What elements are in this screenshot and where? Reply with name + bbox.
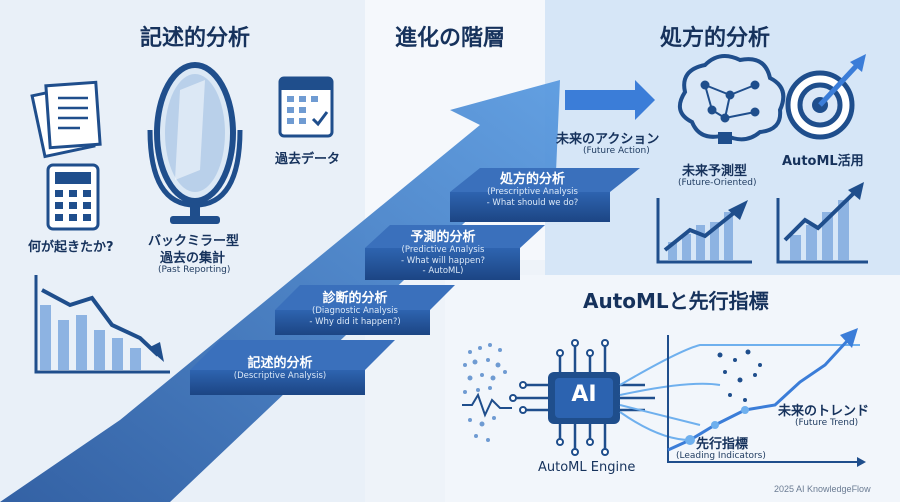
what-happened-label: 何が起きたか?: [28, 240, 114, 255]
ai-chip-icon: [509, 339, 655, 456]
documents-icon: [30, 80, 102, 159]
calendar-icon: [278, 76, 334, 138]
step-title: 処方的分析: [499, 172, 565, 187]
right-dots: [717, 349, 762, 402]
step-sub: - Why did it happen?): [309, 316, 401, 327]
automl-section-title: AutoMLと先行指標: [583, 289, 769, 313]
step-diagnostic: 診断的分析 (Diagnostic Analysis - Why did it …: [280, 287, 430, 327]
step-sub: - What should we do?: [486, 197, 579, 208]
target-icon: [785, 54, 866, 140]
brain-icon: [677, 54, 786, 144]
footer-credit: 2025 AI KnowledgeFlow: [774, 484, 871, 494]
future-oriented-label: 未来予測型: [682, 164, 748, 179]
future-action-label: 未来のアクション: [556, 132, 660, 147]
future-oriented-sub: (Future-Oriented): [678, 178, 757, 188]
future-trend-line: [667, 338, 850, 452]
growth-bar-chart-icon: [776, 182, 868, 264]
step-sub: (Prescriptive Analysis: [487, 187, 578, 197]
mirror-label: バックミラー型: [148, 234, 240, 249]
automl-engine-label: AutoML Engine: [538, 460, 636, 475]
evolution-beam: [0, 80, 560, 502]
step-sub: (Predictive Analysis: [401, 245, 485, 255]
step-descriptive: 記述的分析 (Descriptive Analysis): [195, 352, 365, 382]
past-data-label: 過去データ: [275, 152, 341, 167]
step-sub: - AutoML): [422, 266, 464, 277]
right-bottom-panel: [445, 275, 900, 502]
prescriptive-section-title: 処方的分析: [660, 26, 771, 51]
forward-arrow-icon: [565, 80, 655, 120]
step-sub: (Diagnostic Analysis: [312, 306, 398, 316]
step-title: 予測的分析: [410, 230, 476, 245]
step-title: 診断的分析: [322, 291, 388, 306]
step-title: 記述的分析: [247, 356, 313, 371]
automl-use-label: AutoML活用: [782, 154, 864, 169]
mirror-sub: (Past Reporting): [158, 265, 231, 275]
ai-chip-label: AI: [571, 382, 597, 407]
mirror-label-2: 過去の集計: [160, 251, 226, 266]
flow-lines: [619, 344, 860, 441]
step-sub: (Descriptive Analysis): [233, 371, 327, 381]
hierarchy-title: 進化の階層: [395, 26, 506, 51]
leading-indicators-sub: (Leading Indicators): [676, 451, 766, 461]
trend-axes: [667, 335, 862, 463]
future-action-sub: (Future Action): [583, 146, 650, 156]
growth-chart-icon: [656, 198, 752, 264]
step-prescriptive: 処方的分析 (Prescriptive Analysis - What shou…: [455, 168, 610, 208]
signal-wave: [462, 392, 512, 418]
leading-points: [685, 406, 749, 445]
steps: [190, 168, 640, 395]
step-sub: - What will happen?: [400, 255, 486, 266]
rearview-mirror-icon: [147, 62, 243, 224]
declining-chart-icon: [34, 275, 170, 374]
descriptive-section-title: 記述的分析: [140, 26, 251, 51]
step-predictive: 予測的分析 (Predictive Analysis - What will h…: [368, 226, 518, 277]
future-trend-sub: (Future Trend): [795, 418, 859, 428]
calculator-icon: [46, 163, 100, 231]
data-dots: [463, 343, 507, 442]
future-trend-label: 未来のトレンド: [778, 404, 870, 419]
leading-indicators-label: 先行指標: [696, 437, 749, 452]
